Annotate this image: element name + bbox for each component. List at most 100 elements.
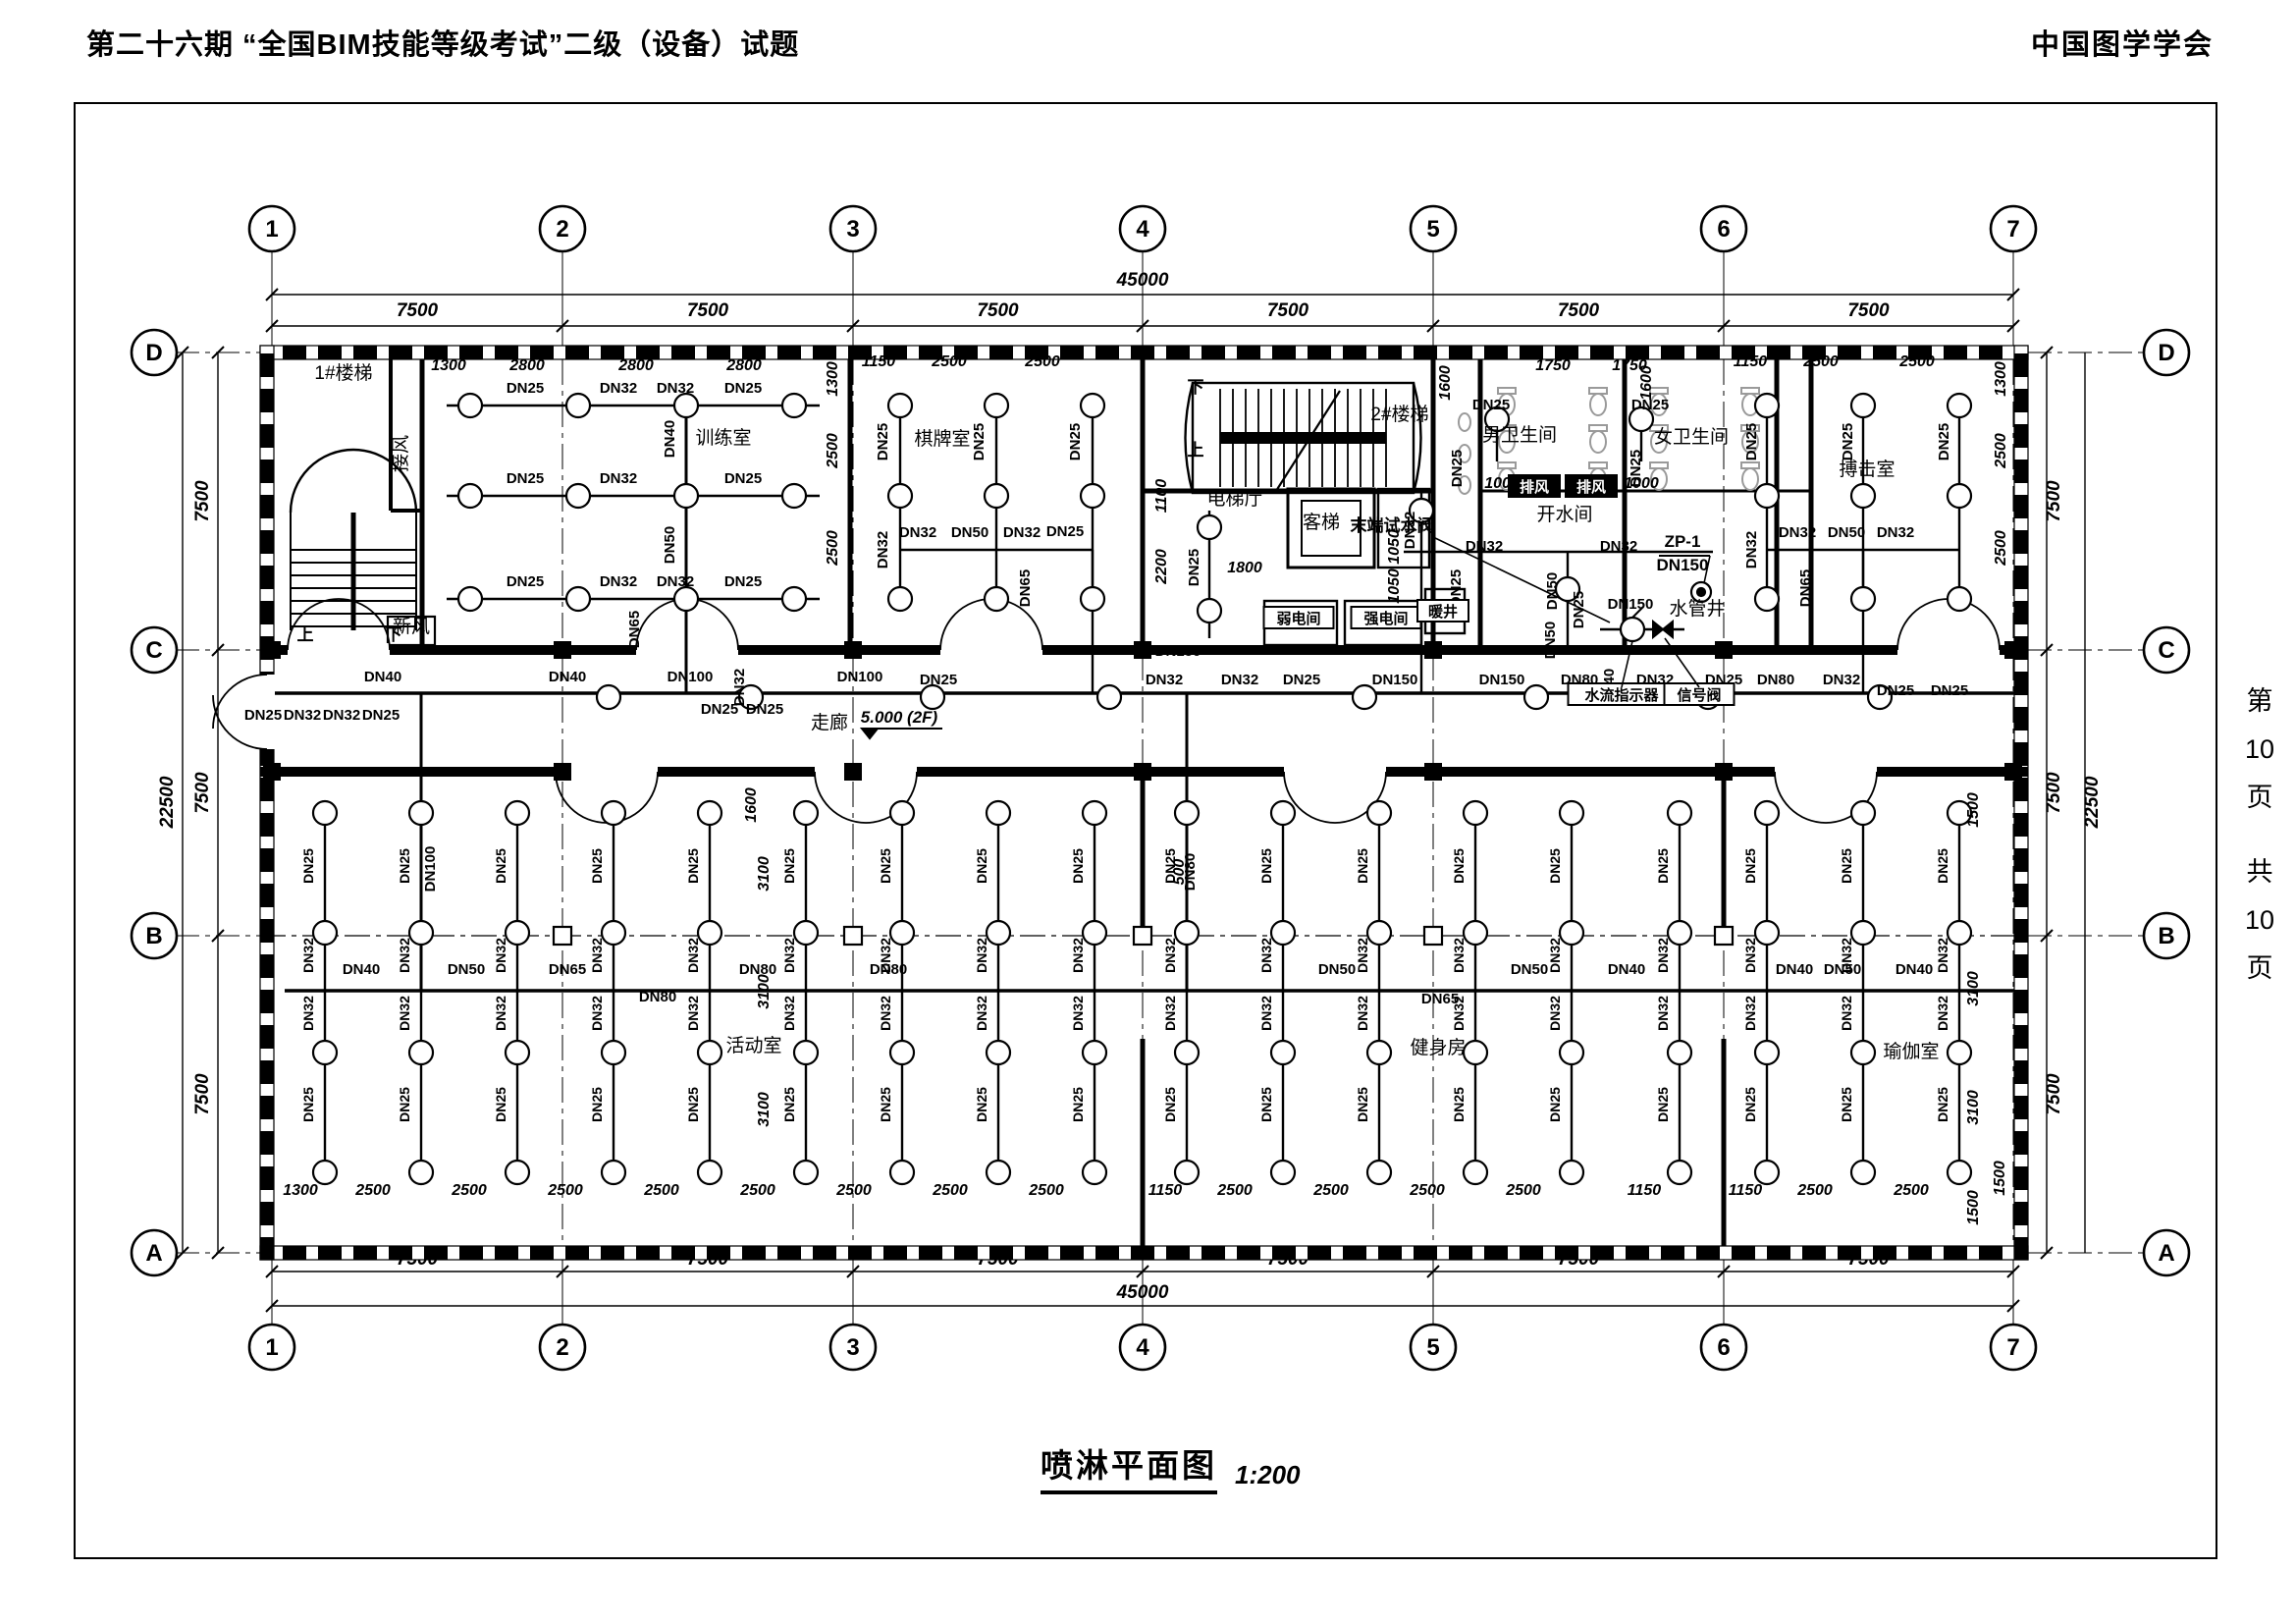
- sprinkler-head-icon: [780, 392, 808, 419]
- sprinkler-head-icon: [792, 1039, 820, 1066]
- door-leaf: [939, 598, 992, 651]
- dim-text: 2500: [451, 1182, 487, 1199]
- pipe-label: DN32: [589, 996, 605, 1031]
- pipe-label: DN32: [1451, 996, 1467, 1031]
- pipe-label: DN25: [1571, 591, 1587, 628]
- pipe-label: DN25: [685, 848, 701, 884]
- pipe-label: DN25: [300, 848, 316, 884]
- pipe-label: DN32: [878, 996, 893, 1031]
- boxed-label: 排风: [1520, 478, 1549, 496]
- dim-text: 22500: [157, 776, 178, 829]
- dim-text: 2500: [547, 1182, 583, 1199]
- sprinkler-head-icon: [504, 1159, 531, 1186]
- sprinkler-head-icon: [311, 1159, 339, 1186]
- pipe-label: DN25: [920, 672, 957, 688]
- pipe-label: DN25: [493, 1087, 508, 1122]
- sprinkler-head-icon: [696, 919, 723, 947]
- pipe-label: DN25: [1743, 423, 1760, 460]
- sprinkler-head-icon: [407, 799, 435, 827]
- column: [2004, 641, 2022, 659]
- leader-line: [1432, 536, 1611, 623]
- signal-valve-icon: [1652, 619, 1665, 640]
- dim-text: 2500: [825, 530, 841, 567]
- grid-bubble-label: D: [145, 340, 162, 366]
- column: [1424, 641, 1442, 659]
- pipe-label: DN25: [974, 1087, 989, 1122]
- dim-text: 7500: [1847, 300, 1890, 321]
- pipe-label: DN25: [1839, 848, 1854, 884]
- pipe-label: DN80: [639, 989, 676, 1005]
- sprinkler-head-icon: [886, 392, 914, 419]
- drawing-title-block: 喷淋平面图 1:200: [1041, 1439, 1301, 1494]
- sprinkler-head-icon: [983, 482, 1010, 510]
- dim-text: 2500: [931, 353, 967, 370]
- door-gap: [815, 765, 917, 779]
- wall-right: [2013, 345, 2029, 1261]
- pipe-label: DN32: [493, 938, 508, 973]
- pipe-label: DN25: [1472, 397, 1510, 413]
- pipe-label: DN32: [1466, 538, 1503, 555]
- sprinkler-head-icon: [792, 1159, 820, 1186]
- sprinkler-head-icon: [888, 1039, 916, 1066]
- pipe-label: DN50: [1318, 961, 1356, 978]
- dim-text: 1500: [1965, 792, 1982, 828]
- door-gap: [258, 675, 276, 749]
- dim-text: 1150: [862, 353, 896, 370]
- sprinkler-head-icon: [1079, 482, 1106, 510]
- dim-tick: [176, 346, 189, 359]
- dim-text: 3100: [756, 856, 773, 892]
- grid-bubble-label: B: [2158, 923, 2174, 949]
- sprinkler-head-icon: [1365, 1159, 1393, 1186]
- dim-text: 1100: [1153, 479, 1170, 514]
- pipe-label: DN25: [1067, 423, 1084, 460]
- pipe-label: DN25: [724, 470, 762, 487]
- grid-bubble-label: 3: [846, 1334, 859, 1361]
- pipe-label: DN32: [657, 573, 694, 590]
- door-leaf: [1896, 598, 1949, 651]
- pipe-label: DN32: [657, 380, 694, 397]
- annotation-label: DN150: [1657, 556, 1709, 574]
- pipe-label: DN80: [870, 961, 907, 978]
- pipe-label: DN32: [1839, 938, 1854, 973]
- shaft-box: [1376, 487, 1431, 569]
- sprinkler-head-icon: [672, 482, 700, 510]
- drawing-scale: 1:200: [1235, 1460, 1301, 1489]
- annotation-label: 上: [1188, 441, 1204, 460]
- stair-rail: [1220, 432, 1386, 444]
- sprinkler-head-icon: [595, 683, 622, 711]
- column: [263, 641, 281, 659]
- dim-text: 1600: [1437, 365, 1454, 401]
- leader-line: [1703, 555, 1711, 584]
- sprinkler-head-icon: [1558, 1039, 1585, 1066]
- dim-text: 2200: [1153, 549, 1170, 585]
- signal-valve-icon: [1661, 619, 1674, 640]
- sprinkler-head-icon: [456, 392, 484, 419]
- sprinkler-head-icon: [1079, 392, 1106, 419]
- door-leaf: [814, 771, 867, 824]
- dim-text: 2500: [1893, 1182, 1929, 1199]
- pipe-label: DN32: [1779, 524, 1816, 541]
- sprinkler-head-icon: [1081, 1159, 1108, 1186]
- dim-text: 2500: [1028, 1182, 1064, 1199]
- sprinkler-head-icon: [1628, 406, 1655, 433]
- dim-text: 3100: [1965, 1090, 1982, 1125]
- sheet-border: [74, 102, 2217, 1559]
- sprinkler-head-icon: [1351, 683, 1378, 711]
- sprinkler-head-icon: [1196, 597, 1223, 624]
- pipe-label: DN32: [1355, 996, 1370, 1031]
- boxed-label: 强电间: [1363, 610, 1408, 627]
- sprinkler-head-icon: [1866, 683, 1894, 711]
- sprinkler-head-icon: [1558, 1159, 1585, 1186]
- sheet-header-title: 第二十六期 “全国BIM技能等级考试”二级（设备）试题: [86, 29, 800, 61]
- grid-bubble-label: 2: [556, 1334, 568, 1361]
- dim-text: 2500: [1505, 1182, 1541, 1199]
- pipe-label: DN25: [507, 380, 544, 397]
- dim-text: 1300: [431, 357, 466, 374]
- dim-text: 2500: [1216, 1182, 1253, 1199]
- sprinkler-head-icon: [564, 392, 592, 419]
- sprinkler-head-icon: [1666, 799, 1693, 827]
- pipe-label: DN25: [362, 707, 400, 724]
- pipe-label: DN25: [878, 1087, 893, 1122]
- urinal-fixture-icon: [1458, 475, 1471, 495]
